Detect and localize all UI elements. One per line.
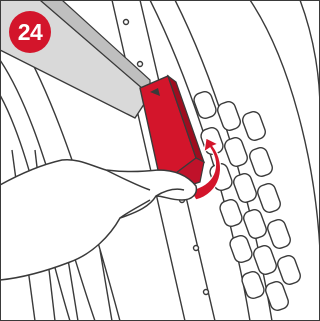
cushion-vents xyxy=(193,90,301,311)
curved-arrow-up-icon xyxy=(189,137,222,201)
step-number-badge: 24 xyxy=(9,11,51,53)
hand-icon xyxy=(0,158,198,281)
